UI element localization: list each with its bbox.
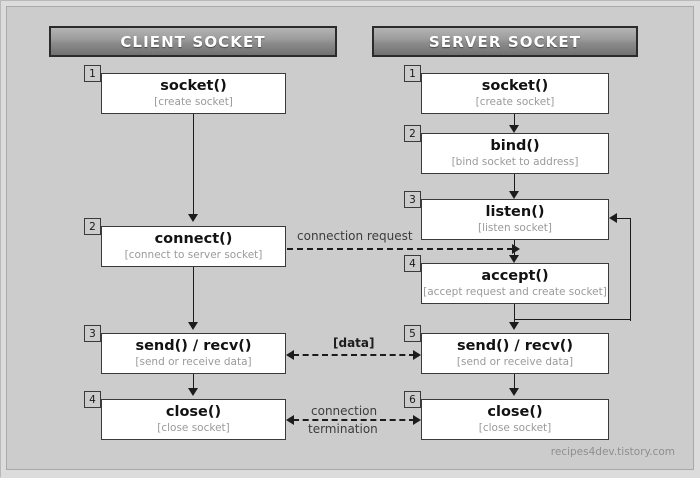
server-step-close-badge: 6 bbox=[404, 391, 421, 408]
server-step-accept-desc: [accept request and create socket] bbox=[423, 286, 607, 299]
server-step-send-recv[interactable]: 5 send() / recv() [send or receive data] bbox=[404, 325, 609, 374]
client-step-send-recv-desc: [send or receive data] bbox=[135, 356, 252, 369]
arrowhead-data-to-server bbox=[413, 350, 421, 360]
connector-client-send-to-close bbox=[193, 374, 194, 388]
server-step-bind[interactable]: 2 bind() [bind socket to address] bbox=[404, 125, 609, 174]
column-header-client-label: CLIENT SOCKET bbox=[120, 32, 266, 51]
arrowhead-client-close bbox=[188, 388, 198, 396]
connector-server-accept-to-send bbox=[514, 304, 515, 323]
connector-server-send-to-close bbox=[514, 374, 515, 388]
client-step-close-title: close() bbox=[165, 403, 222, 420]
arrowhead-loopback-to-listen bbox=[609, 213, 617, 223]
connector-client-connect-to-send bbox=[193, 267, 194, 322]
connector-server-bind-to-listen bbox=[514, 174, 515, 192]
server-step-listen-badge: 3 bbox=[404, 191, 421, 208]
server-step-send-recv-desc: [send or receive data] bbox=[456, 356, 574, 369]
server-step-socket[interactable]: 1 socket() [create socket] bbox=[404, 65, 609, 114]
arrowhead-client-send bbox=[188, 322, 198, 330]
client-step-connect[interactable]: 2 connect() [connect to server socket] bbox=[84, 218, 286, 267]
link-data-line bbox=[293, 354, 415, 356]
server-step-socket-title: socket() bbox=[481, 77, 549, 94]
link-termination-label-line1: connection bbox=[311, 404, 378, 418]
arrowhead-server-send bbox=[509, 322, 519, 330]
server-step-bind-desc: [bind socket to address] bbox=[451, 156, 579, 169]
loopback-bottom-segment bbox=[514, 319, 631, 320]
watermark: recipes4dev.tistory.com bbox=[550, 446, 675, 458]
column-header-server-label: SERVER SOCKET bbox=[428, 32, 582, 51]
link-termination-label-line2: termination bbox=[308, 422, 378, 436]
server-step-accept-badge: 4 bbox=[404, 255, 421, 272]
client-step-close-badge: 4 bbox=[84, 391, 101, 408]
connector-client-socket-to-connect bbox=[193, 114, 194, 214]
arrowhead-client-connect bbox=[188, 214, 198, 222]
client-step-socket[interactable]: 1 socket() [create socket] bbox=[84, 65, 286, 114]
arrowhead-server-accept bbox=[509, 255, 519, 263]
server-step-accept-title: accept() bbox=[481, 267, 549, 284]
client-step-send-recv-title: send() / recv() bbox=[135, 337, 252, 354]
server-step-close-title: close() bbox=[487, 403, 543, 420]
server-step-accept[interactable]: 4 accept() [accept request and create so… bbox=[404, 255, 609, 304]
loopback-right-segment bbox=[630, 218, 631, 321]
server-step-listen[interactable]: 3 listen() [listen socket] bbox=[404, 191, 609, 240]
server-step-listen-title: listen() bbox=[485, 203, 545, 220]
link-termination-line bbox=[293, 419, 415, 421]
client-step-connect-badge: 2 bbox=[84, 218, 101, 235]
client-step-close[interactable]: 4 close() [close socket] bbox=[84, 391, 286, 440]
server-step-listen-desc: [listen socket] bbox=[477, 222, 553, 235]
server-step-close[interactable]: 6 close() [close socket] bbox=[404, 391, 609, 440]
column-header-server: SERVER SOCKET bbox=[372, 26, 638, 57]
link-data-label: [data] bbox=[333, 336, 375, 350]
client-step-socket-title: socket() bbox=[160, 77, 227, 94]
client-step-socket-badge: 1 bbox=[84, 65, 101, 82]
arrowhead-termination-to-client bbox=[286, 415, 294, 425]
server-step-socket-desc: [create socket] bbox=[475, 96, 555, 109]
server-step-socket-badge: 1 bbox=[404, 65, 421, 82]
link-connection-request-label: connection request bbox=[297, 229, 413, 243]
server-step-bind-title: bind() bbox=[490, 137, 540, 154]
arrowhead-server-bind bbox=[509, 125, 519, 133]
column-header-client: CLIENT SOCKET bbox=[49, 26, 337, 57]
arrowhead-server-close bbox=[509, 388, 519, 396]
server-step-bind-badge: 2 bbox=[404, 125, 421, 142]
client-step-send-recv[interactable]: 3 send() / recv() [send or receive data] bbox=[84, 325, 286, 374]
client-step-socket-desc: [create socket] bbox=[154, 96, 233, 109]
arrowhead-server-listen bbox=[509, 191, 519, 199]
client-step-connect-title: connect() bbox=[154, 230, 233, 247]
arrowhead-data-to-client bbox=[286, 350, 294, 360]
server-step-send-recv-badge: 5 bbox=[404, 325, 421, 342]
client-step-connect-desc: [connect to server socket] bbox=[124, 249, 263, 262]
link-connection-request-line bbox=[287, 248, 513, 250]
arrowhead-connection-request bbox=[512, 244, 520, 254]
connector-server-socket-to-bind bbox=[514, 114, 515, 126]
client-step-send-recv-badge: 3 bbox=[84, 325, 101, 342]
arrowhead-termination-to-server bbox=[413, 415, 421, 425]
server-step-close-desc: [close socket] bbox=[478, 422, 552, 435]
loopback-top-segment bbox=[617, 218, 631, 219]
client-step-close-desc: [close socket] bbox=[157, 422, 230, 435]
server-step-send-recv-title: send() / recv() bbox=[456, 337, 574, 354]
